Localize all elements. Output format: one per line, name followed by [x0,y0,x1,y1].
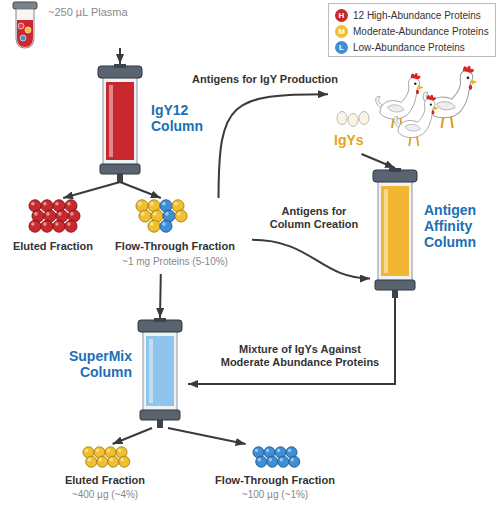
column-illustration [370,168,420,298]
legend-swatch: H [335,9,348,22]
flow-arrow [120,182,161,198]
node-text: Eluted Fraction [40,474,170,486]
protein-cluster [200,444,350,474]
node-text: Eluted Fraction [8,240,98,252]
flow-arrow [219,94,328,198]
flow-arrow [159,274,162,318]
flow-arrow [113,428,152,444]
fraction-node: Eluted Fraction ~400 µg (~4%) [40,444,172,506]
plasma-tube: ~250 µL Plasma [8,2,190,48]
protein-cluster [100,198,250,238]
swatch-letter: L [339,43,344,52]
edge-label: Antigens for IgY Production [188,72,342,87]
fraction-node: Eluted Fraction [8,198,100,260]
fraction-node: Flow-Through Fraction ~1 mg Proteins (5-1… [100,198,252,274]
flow-arrow [119,48,121,64]
flow-arrow [63,182,120,198]
swatch-letter: H [339,11,345,20]
flow-arrow [252,240,370,279]
node-text: IgYs [334,132,364,148]
legend-box: H 12 High-Abundance ProteinsM Moderate-Abu… [328,3,496,57]
flow-arrow [361,154,395,168]
swatch-letter: M [338,27,345,36]
chicken-node: IgYs [328,62,494,154]
node-text: ~400 µg (~4%) [40,489,170,500]
flow-arrow [188,298,395,384]
fraction-node: Flow-Through Fraction ~100 µg (~1%) [200,444,352,506]
edge-label: Antigens for Column Creation [262,204,366,232]
node-text: ~100 µg (~1%) [200,489,350,500]
node-text: Flow-Through Fraction [200,474,350,486]
protein-cluster [8,198,98,238]
node-text: ~250 µL Plasma [48,6,128,18]
tube-illustration [8,2,48,48]
column-node: SuperMix Column [62,318,188,428]
legend-text: Moderate-Abundance Proteins [353,26,489,37]
legend-swatch: M [335,25,348,38]
node-text: Flow-Through Fraction [100,240,250,252]
node-text: SuperMix Column [62,348,132,380]
node-text: ~1 mg Proteins (5-10%) [100,256,250,267]
node-text: Antigen Affinity Column [424,202,492,250]
node-text: IgY12 Column [151,102,215,134]
edge-label: Mixture of IgYs Against Moderate Abundan… [212,342,388,370]
column-illustration [95,64,145,182]
legend-text: 12 High-Abundance Proteins [353,10,481,21]
column-node: Antigen Affinity Column [370,168,494,298]
legend-text: Low-Abundance Proteins [353,42,465,53]
protein-cluster [40,444,170,474]
flow-arrow [168,428,246,444]
legend-swatch: L [335,41,348,54]
